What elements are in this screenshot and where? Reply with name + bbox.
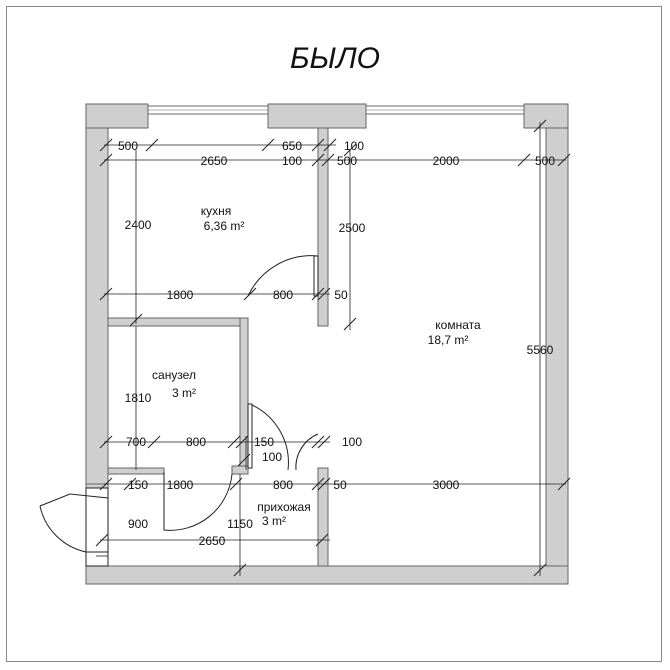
dim-kitchen-2400: 2400 [125,218,152,232]
doors [39,255,319,567]
outer-walls [85,103,569,585]
plan-title: БЫЛО [290,42,380,75]
dim-bath-100: 100 [262,450,282,464]
dim-door-800b: 800 [273,478,293,492]
room-kitchen-area: 6,36 m² [204,219,245,233]
drawing-frame [6,6,662,662]
dim-room-2500: 2500 [339,221,366,235]
wall-hall-room-lower [317,467,329,567]
room-kitchen-name: кухня [201,204,232,218]
dim-room-500a: 500 [337,154,357,168]
wall-top-right [523,103,569,129]
room-labels: кухня 6,36 m² санузел 3 m² комната 18,7 … [152,204,481,528]
room-main-area: 18,7 m² [428,333,469,347]
wall-kitchen-room-upper [317,127,329,327]
dimension-labels: 500 650 100 2650 100 500 2000 500 2400 2… [118,139,555,548]
entry-door-frame [85,487,109,567]
door-hall-arc [163,472,233,531]
dim-bath-1810: 1810 [125,391,152,405]
dimension-lines [95,119,571,577]
dim-top-left-500: 500 [118,139,138,153]
door-kitchen-leaf [313,255,319,297]
wall-bottom [85,565,569,585]
dim-hall-1150: 1150 [227,517,253,531]
dim-hall-1800: 1800 [167,478,194,492]
dim-top-650: 650 [282,139,302,153]
dim-hall-2650: 2650 [199,534,226,548]
entry-door-leaf [39,493,109,507]
wall-top-middle [267,103,367,129]
dim-wall-50b: 50 [333,478,347,492]
windows [147,105,525,115]
dim-bath-150: 150 [254,435,274,449]
dim-mid-100: 100 [282,154,302,168]
room-hall-name: прихожая [257,500,310,514]
door-kitchen-arc [247,255,319,297]
dim-hall-150: 150 [128,478,148,492]
dim-room-2000: 2000 [433,154,460,168]
dim-door-800a: 800 [273,288,293,302]
dim-room-3000: 3000 [433,478,460,492]
dim-room-500b: 500 [535,154,555,168]
dim-kitchen-1800: 1800 [167,288,194,302]
wall-kitchen-bath [107,317,249,327]
dim-bath-800: 800 [186,435,206,449]
door-bathroom-leaf [247,403,253,469]
dim-bath-700: 700 [126,435,146,449]
wall-top-left [85,103,149,129]
entry-door-arc [39,505,87,553]
room-bathroom-name: санузел [152,368,196,382]
dim-door-100b: 100 [342,435,362,449]
dim-kitchen-2650: 2650 [201,154,228,168]
dim-top-100: 100 [344,139,364,153]
wall-bath-right [239,317,249,473]
door-room-arc [295,433,319,471]
room-main-name: комната [435,318,481,332]
room-hall-area: 3 m² [262,514,286,528]
dim-entry-900: 900 [128,517,148,531]
dim-room-5560: 5560 [527,343,554,357]
interior-walls [85,127,329,567]
dim-wall-50a: 50 [334,288,348,302]
room-bathroom-area: 3 m² [172,386,196,400]
door-bathroom-arc [249,403,289,471]
